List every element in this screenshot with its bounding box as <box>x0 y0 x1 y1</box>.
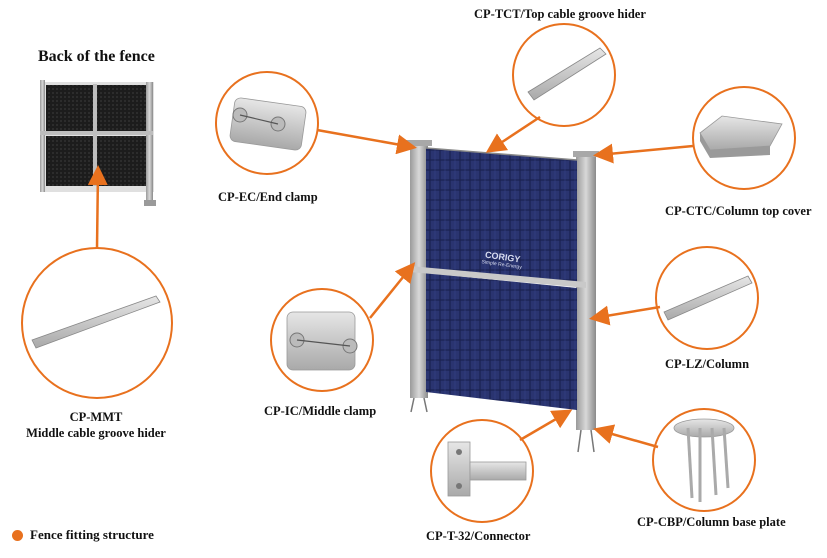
middle-clamp-callout <box>270 288 374 392</box>
label-column: CP-LZ/Column <box>665 357 750 371</box>
top-cable-groove-hider-callout <box>512 23 616 127</box>
label-column-top-cover: CP-CTC/Column top cover <box>665 204 812 218</box>
label-middle-clamp: CP-IC/Middle clamp <box>264 404 377 418</box>
back-of-fence-title: Back of the fence <box>38 48 155 65</box>
back-of-fence-image <box>40 80 156 206</box>
label-middle-groove-name: Middle cable groove hider <box>26 426 166 440</box>
legend-label: Fence fitting structure <box>30 527 154 542</box>
column-callout <box>655 246 759 350</box>
callout-arrows <box>87 115 694 449</box>
solar-fence <box>406 140 599 453</box>
connector-callout <box>430 419 534 523</box>
label-connector: CP-T-32/Connector <box>426 529 531 543</box>
label-column-base-plate: CP-CBP/Column base plate <box>637 515 786 529</box>
label-top-cable-groove-hider: CP-TCT/Top cable groove hider <box>474 7 646 21</box>
middle-cable-groove-hider-callout <box>21 247 173 399</box>
column-base-plate-callout <box>652 408 756 512</box>
label-end-clamp: CP-EC/End clamp <box>218 190 318 204</box>
label-middle-groove-code: CP-MMT <box>69 410 123 424</box>
legend: Fence fitting structure <box>12 527 154 543</box>
legend-dot-icon <box>12 529 23 541</box>
end-clamp-callout <box>215 71 319 175</box>
column-top-cover-callout <box>692 86 796 190</box>
